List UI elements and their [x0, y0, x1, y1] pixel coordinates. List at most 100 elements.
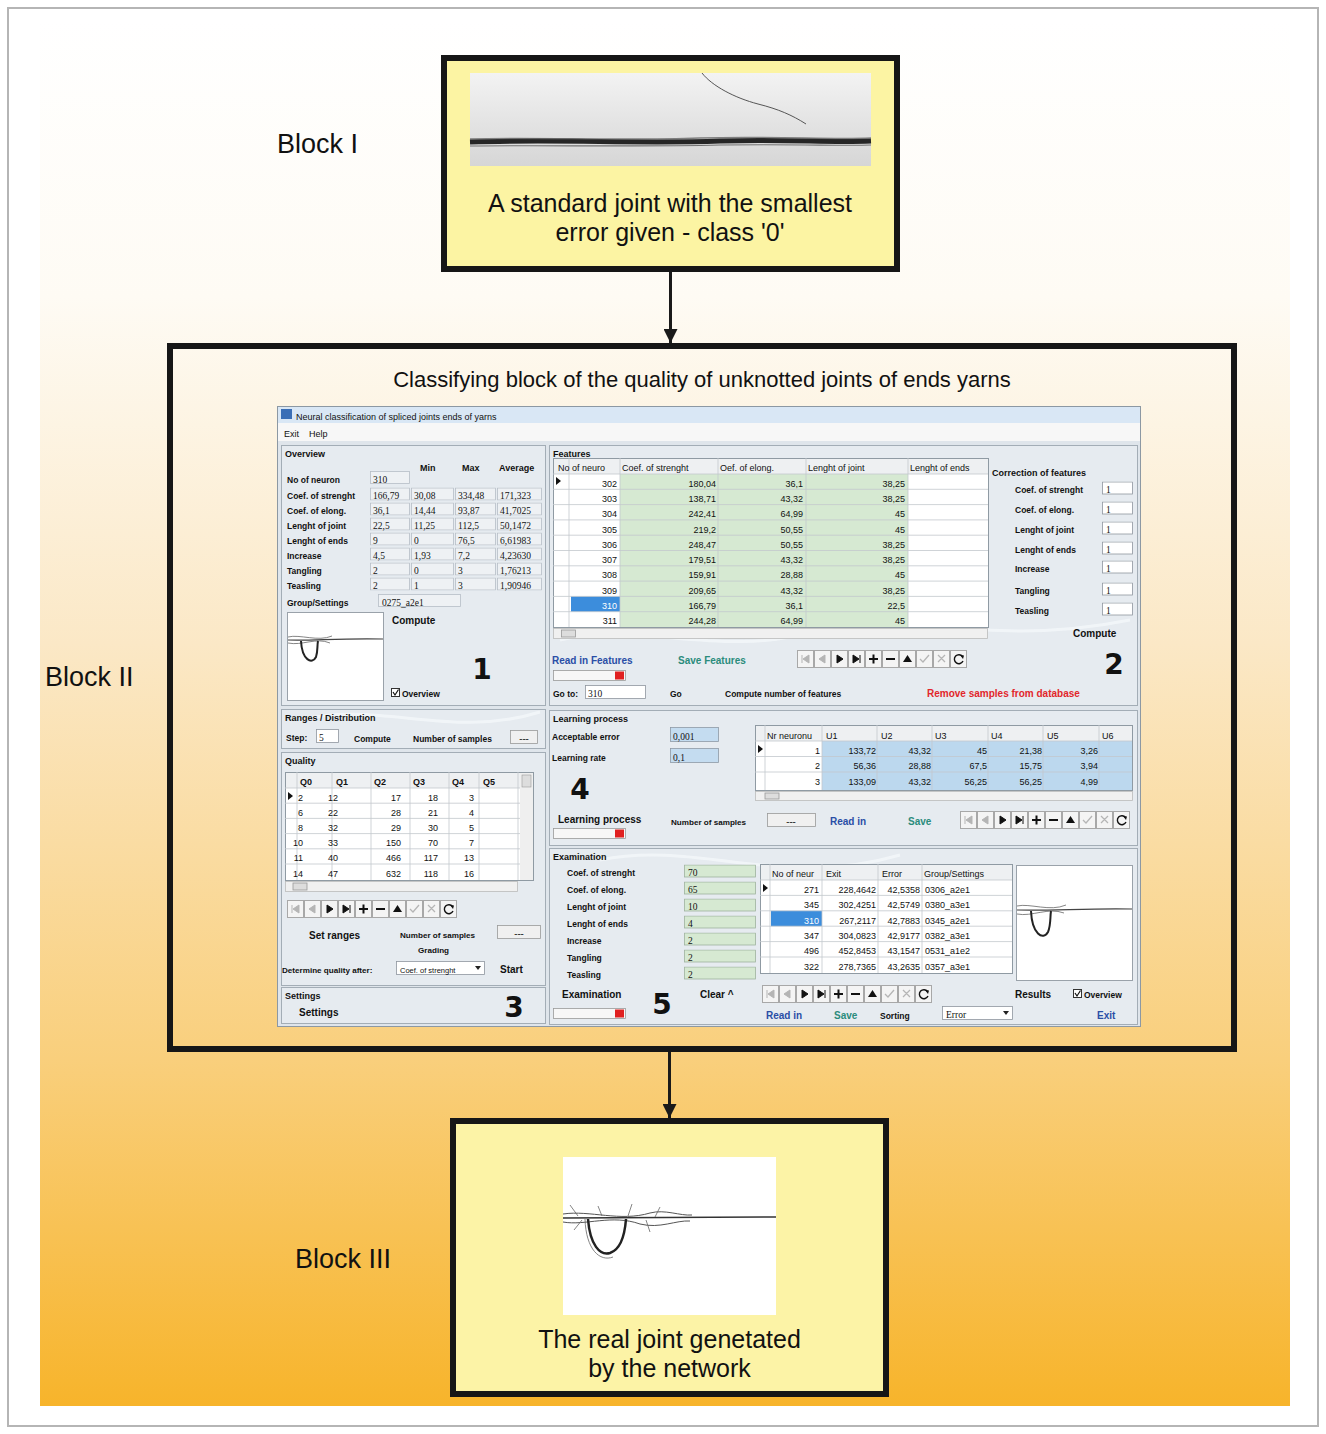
field-value: 5 — [319, 733, 324, 743]
field-label: Number of samples — [400, 931, 475, 940]
field-value: --- — [519, 734, 529, 744]
table-cell: 466 — [386, 853, 401, 863]
thumbnail-image — [288, 636, 332, 644]
table-cell: 38,25 — [882, 585, 905, 595]
progress-bar — [554, 1009, 626, 1019]
yarn-photo — [470, 73, 871, 166]
yarn-photo — [588, 1219, 626, 1253]
column-heading: Error — [882, 869, 902, 879]
field-label: Lenght of ends — [287, 536, 348, 546]
field-value: --- — [514, 929, 524, 939]
yarn-photo — [563, 1157, 776, 1315]
table-cell: 138,71 — [688, 494, 716, 504]
table-cell: 209,65 — [688, 585, 716, 595]
table-cell: 302,4251 — [838, 900, 876, 910]
field-value: 310 — [588, 689, 602, 699]
toolbar-buttons — [288, 651, 1130, 1003]
checkbox — [393, 690, 399, 696]
column-heading: Correction of features — [992, 468, 1086, 478]
field-value: 6,61983 — [500, 536, 531, 546]
input-field — [511, 731, 538, 744]
column-heading: Coef. of strenght — [622, 463, 689, 473]
table-cell: 50,55 — [780, 540, 803, 550]
table-cell: 133,09 — [848, 777, 876, 787]
table-cell: 632 — [386, 868, 401, 878]
table-cell: 179,51 — [688, 555, 716, 565]
table-cell: 452,8453 — [838, 946, 876, 956]
input-field — [943, 1007, 1013, 1020]
input-field — [397, 962, 485, 975]
thumbnail-image — [1017, 866, 1133, 981]
data-grid — [761, 865, 1012, 880]
block-caption: A standard joint with the smallest error… — [460, 189, 880, 247]
table-cell: 43,1547 — [887, 946, 920, 956]
panel-title: Overview — [285, 449, 325, 459]
table-cell: 21,38 — [1019, 746, 1042, 756]
table-cell: 310 — [602, 601, 617, 611]
field-label: Grading — [418, 946, 449, 955]
block-fill — [450, 1118, 889, 1394]
field-value: 171,323 — [500, 491, 531, 501]
callout-number: 2 — [1104, 648, 1123, 681]
link-button: Exit — [1097, 1010, 1115, 1021]
field-value: 41,7025 — [500, 506, 531, 516]
table-cell: 45 — [895, 509, 905, 519]
table-cell: 7 — [469, 838, 474, 848]
field-label: Coef. of strenght — [287, 491, 355, 501]
data-grid — [285, 458, 1133, 974]
field-value: 2 — [373, 566, 378, 576]
link-button: Save — [908, 816, 931, 827]
page-ground — [8, 8, 1318, 1426]
input-field — [1103, 561, 1133, 573]
block-heading: Block I — [277, 129, 358, 159]
data-grid — [288, 792, 293, 800]
column-heading: Oef. of elong. — [720, 463, 774, 473]
table-cell: 3,94 — [1080, 761, 1098, 771]
field-label: Sorting — [880, 1011, 910, 1021]
table-cell: 8 — [298, 823, 303, 833]
overview-fields — [371, 518, 542, 530]
input-field — [1103, 482, 1133, 494]
field-value: 1 — [1106, 564, 1111, 574]
app-window-ground — [277, 406, 1141, 1027]
app-window-ground — [281, 445, 1138, 1025]
column-heading: Min — [420, 463, 436, 473]
field-label: Teasling — [1015, 606, 1049, 616]
column-heading: Average — [499, 463, 534, 473]
table-cell: 1 — [815, 746, 820, 756]
table-cell: 56,36 — [853, 761, 876, 771]
column-heading: Q1 — [336, 777, 348, 787]
data-grid — [771, 911, 822, 926]
table-cell: 14 — [293, 868, 303, 878]
column-heading: No of neur — [772, 869, 814, 879]
table-cell: 2 — [298, 792, 303, 802]
table-cell: 159,91 — [688, 570, 716, 580]
input-field — [317, 730, 339, 743]
table-cell: 219,2 — [693, 524, 716, 534]
data-grid — [554, 459, 989, 628]
input-field — [671, 749, 719, 763]
input-field — [1103, 522, 1133, 534]
field-label: Tangling — [287, 566, 322, 576]
table-cell: 50,55 — [780, 524, 803, 534]
field-value: 0,1 — [673, 753, 685, 763]
app-window-ground — [281, 709, 546, 749]
input-field — [1103, 542, 1133, 554]
thumbnail-image — [1017, 905, 1066, 915]
column-heading: Q3 — [413, 777, 425, 787]
app-window-ground — [281, 752, 546, 986]
table-cell: 307 — [602, 555, 617, 565]
column-heading: U2 — [881, 731, 893, 741]
data-grid — [293, 883, 307, 890]
table-cell: 304 — [602, 509, 617, 519]
table-cell: 345 — [804, 900, 819, 910]
dropdown-value: Coef. of strenght — [400, 966, 455, 975]
table-cell: 40 — [328, 853, 338, 863]
data-grid — [761, 865, 1013, 974]
field-value: 36,1 — [373, 506, 390, 516]
data-grid — [554, 629, 988, 639]
button-label: Results — [1015, 989, 1051, 1000]
table-cell: 166,79 — [688, 601, 716, 611]
column-heading: Q5 — [483, 777, 495, 787]
field-label: Increase — [1015, 564, 1050, 574]
